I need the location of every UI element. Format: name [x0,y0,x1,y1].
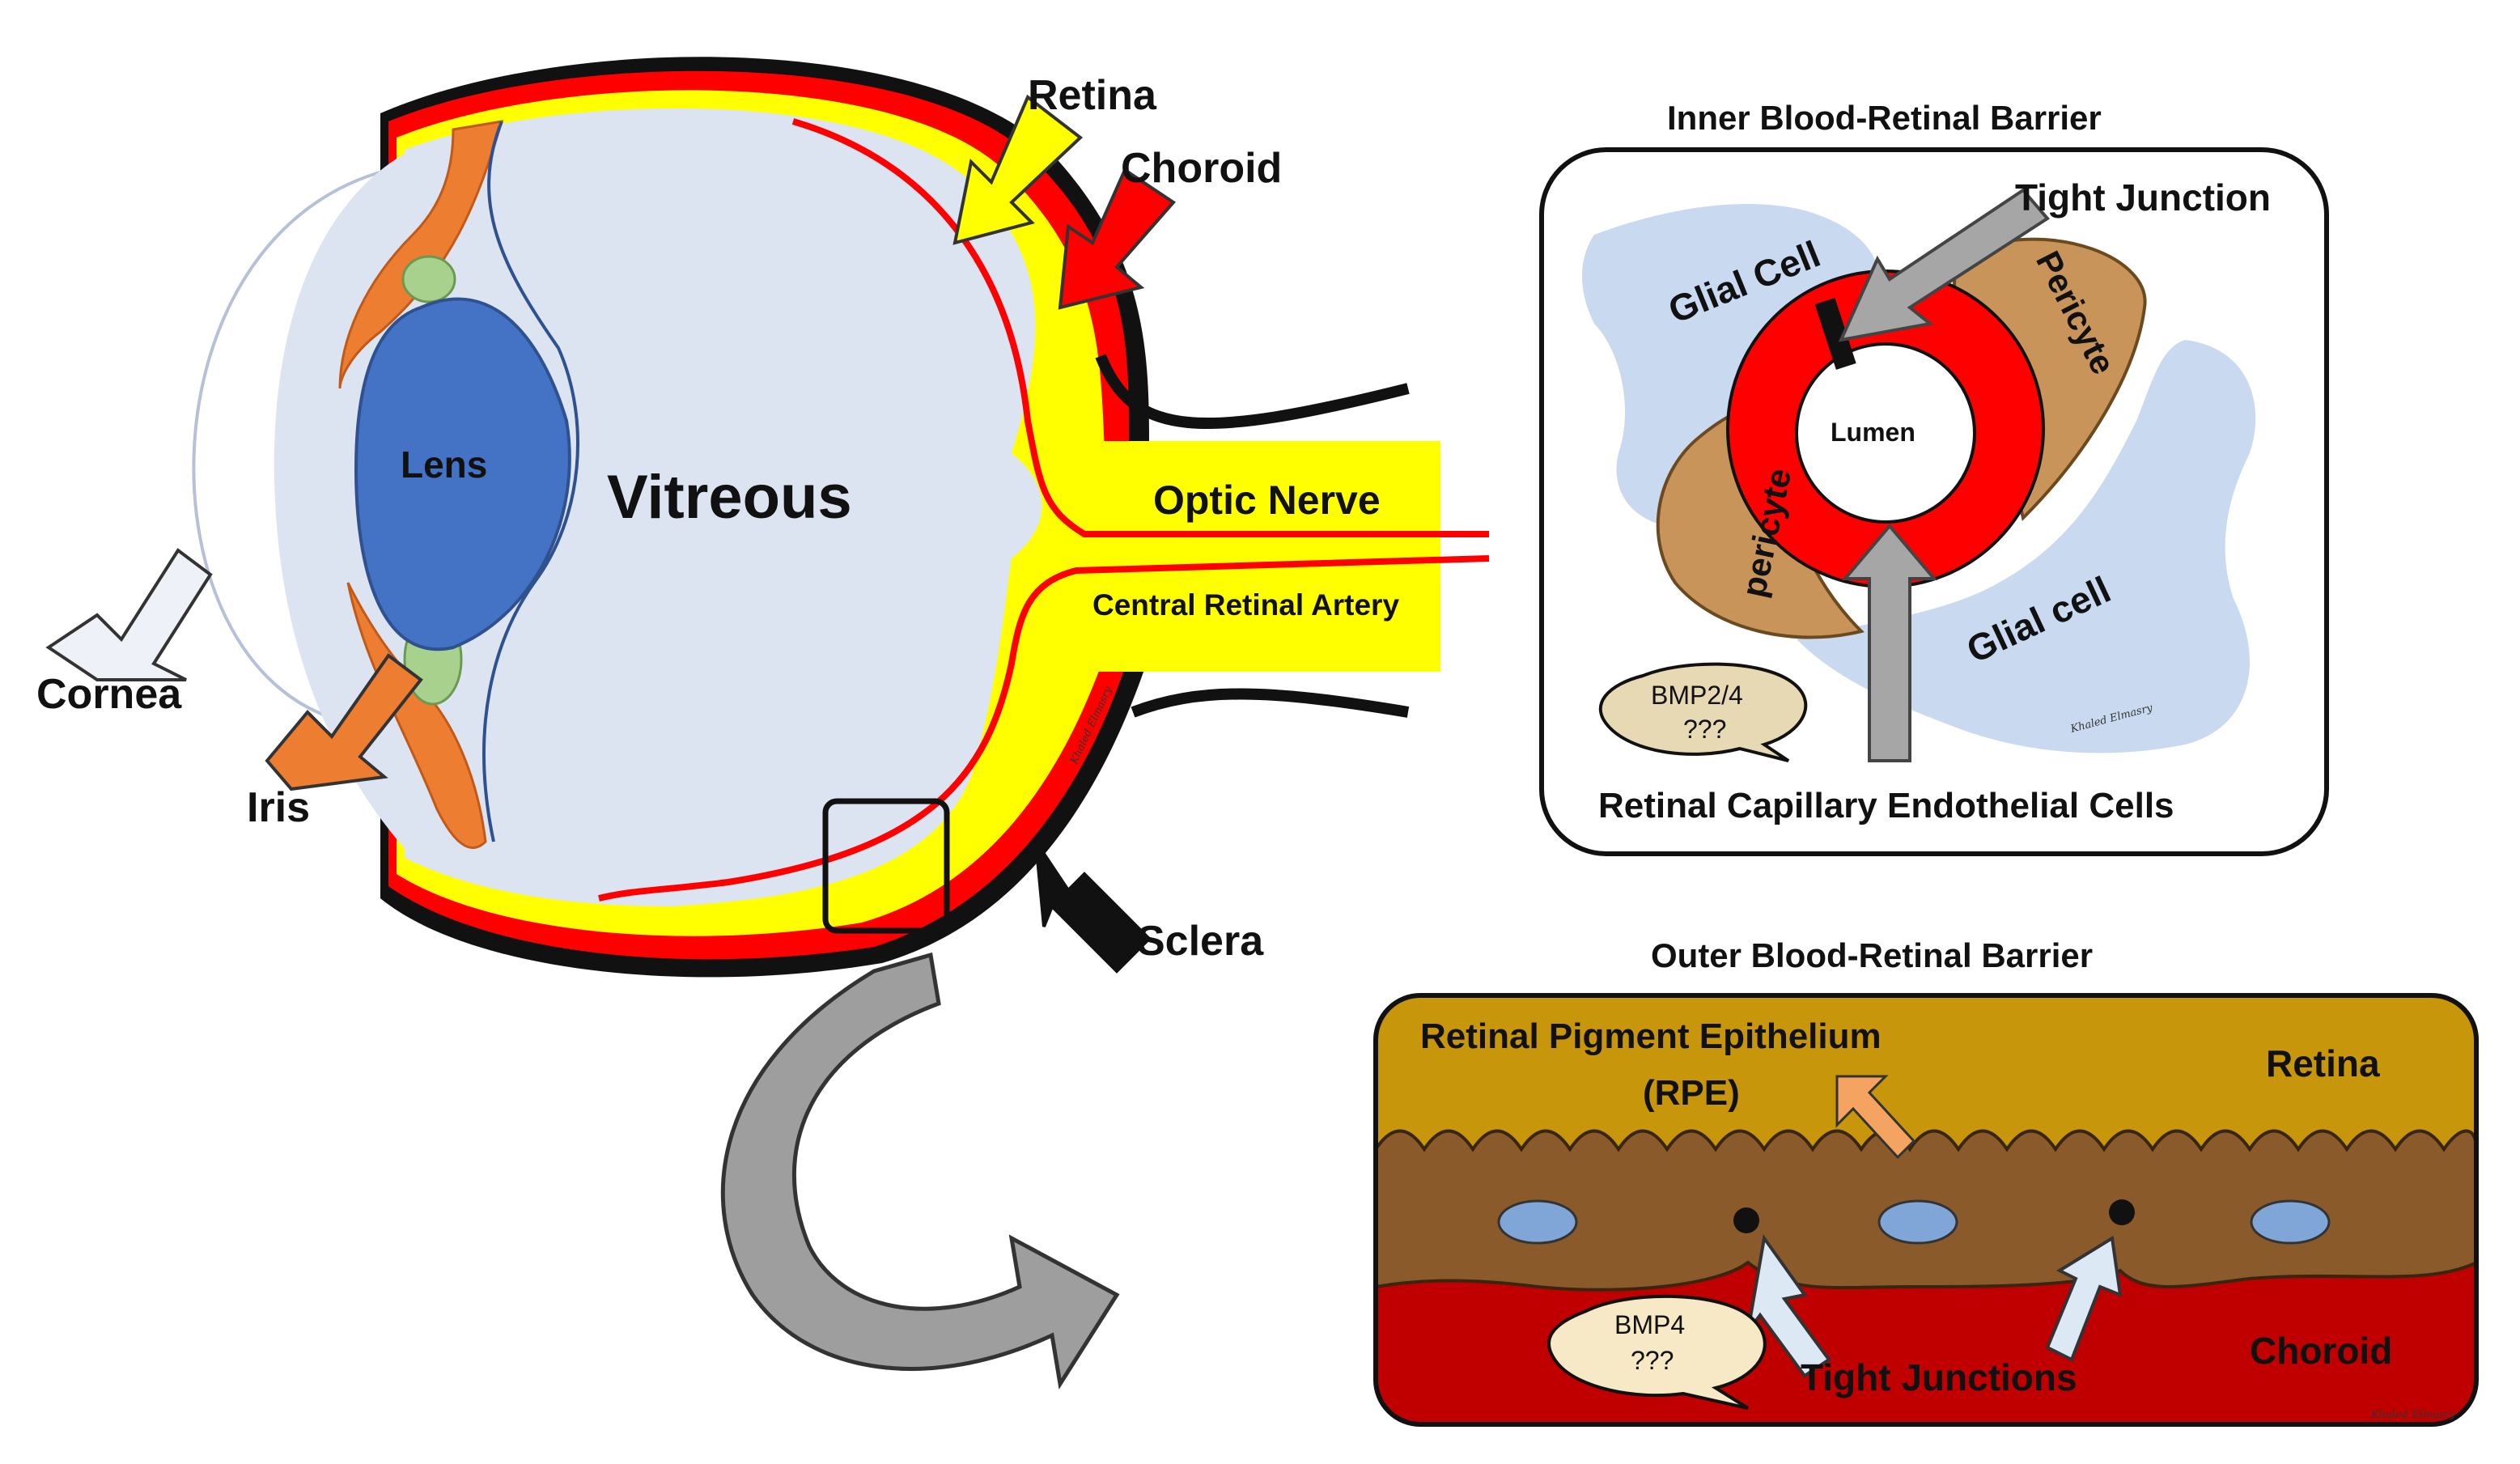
rpe-junction-2 [2109,1199,2135,1225]
outer-choroid-label: Choroid [2250,1330,2392,1372]
retinal-vessel-bottom [598,555,1490,902]
cornea-label: Cornea [36,671,182,718]
zonule-line [482,121,579,842]
endothelial-arrow-icon [1841,523,1938,762]
rpe-nucleus-1 [1497,1199,1578,1245]
choroid-arrow-icon [1058,168,1177,310]
lumen [1795,342,1976,524]
lumen-label: Lumen [1831,418,1915,447]
bmp4-line1: BMP4 [1614,1310,1685,1339]
retina-label: Retina [1028,72,1157,119]
outer-barrier-panel: Outer Blood-Retinal Barrier [1373,936,2479,1427]
retina-arrow-icon [952,94,1084,245]
outer-retina-label: Retina [2266,1042,2380,1084]
choroid-label: Choroid [1121,145,1282,192]
tight-junction-mark [1814,298,1856,370]
central-retinal-artery-label: Central Retinal Artery [1092,588,1399,622]
lens-label: Lens [401,443,487,486]
bmp24-line1: BMP2/4 [1651,681,1743,710]
tight-junction-arrow-icon-2 [2045,1235,2123,1362]
tight-junctions-label: Tight Junctions [1801,1356,2077,1398]
outer-signature: Khaled Elmasry [2370,1409,2456,1421]
rpe-arrow-icon [1835,1075,1916,1160]
vitreous-label: Vitreous [607,463,852,532]
sclera-arrow-icon [1034,840,1152,974]
endothelial-label: Retinal Capillary Endothelial Cells [1598,786,2174,825]
outer-barrier-title: Outer Blood-Retinal Barrier [1651,936,2093,974]
zoom-arrow [720,952,1120,1390]
rpe-nucleus-3 [2250,1199,2331,1245]
rpe-nucleus-2 [1877,1199,1958,1245]
zoom-box [822,798,950,934]
bmp4-line2: ??? [1631,1346,1674,1375]
optic-sheath-top [1095,354,1410,429]
tight-junction-arrow-icon [1838,188,2051,342]
outer-barrier-frame [1373,993,2479,1427]
ciliary-body-top [401,255,456,303]
iris-arrow-icon [265,653,423,791]
retinal-vessel-top [791,118,1489,537]
lens [354,297,571,651]
optic-nerve-label: Optic Nerve [1153,477,1381,523]
rpe-label-line2: (RPE) [1643,1073,1740,1113]
sclera-label: Sclera [1137,918,1264,965]
bmp4-bubble [1547,1294,1767,1410]
rpe-junction-1 [1733,1207,1759,1233]
vitreous-body [405,108,1042,907]
optic-sheath-bottom [1131,688,1410,718]
inner-barrier-panel: Inner Blood-Retinal Barrier [1539,99,2329,856]
tight-junction-label: Tight Junction [2015,176,2271,219]
inner-barrier-title: Inner Blood-Retinal Barrier [1667,99,2102,137]
iris-label: Iris [247,784,310,831]
cornea-arrow-icon [45,548,213,681]
eye-diagram: Khaled Elmasry Vitreous Lens Retina Chor… [36,57,1490,1390]
optic-nerve [1036,441,1440,672]
glial-cell-top [1582,203,1879,526]
iris-top [338,120,504,389]
rpe-label-line1: Retinal Pigment Epithelium [1420,1016,1882,1056]
bmp24-bubble [1598,662,1808,762]
bmp24-line2: ??? [1683,715,1726,744]
